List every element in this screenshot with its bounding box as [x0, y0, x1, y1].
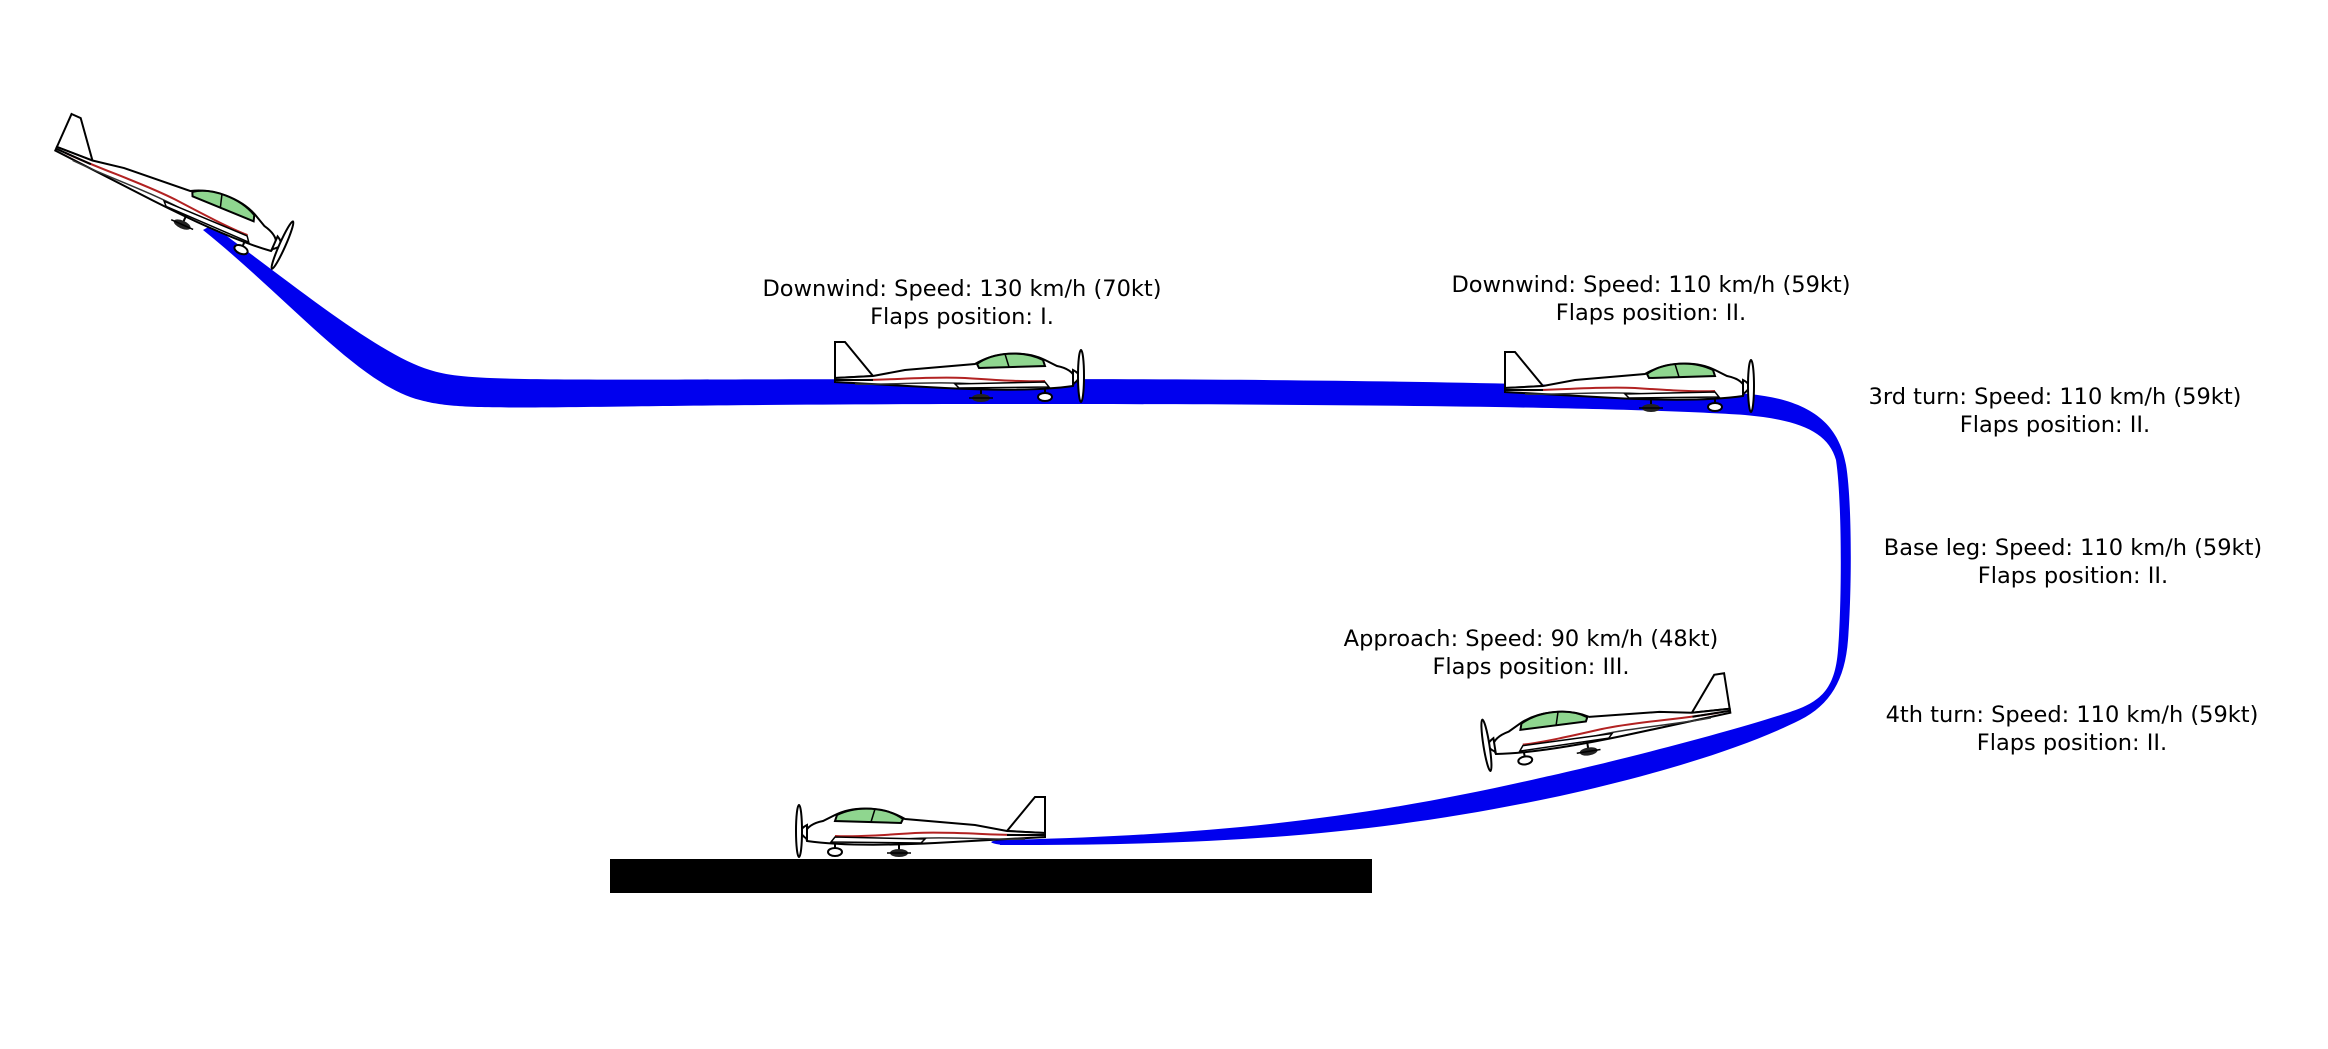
label-3rd-turn: 3rd turn: Speed: 110 km/h (59kt) Flaps p…	[1869, 383, 2242, 439]
label-downwind-110: Downwind: Speed: 110 km/h (59kt) Flaps p…	[1451, 271, 1850, 327]
label-line: Downwind: Speed: 110 km/h (59kt)	[1451, 272, 1851, 298]
label-approach: Approach: Speed: 90 km/h (48kt) Flaps po…	[1344, 625, 1719, 681]
flight-path-band	[203, 225, 1851, 846]
flight-path	[203, 225, 1851, 846]
label-line: Downwind: Speed: 130 km/h (70kt)	[762, 276, 1162, 302]
label-line: 4th turn: Speed: 110 km/h (59kt)	[1885, 702, 2259, 728]
label-line: Flaps position: II.	[1959, 412, 2151, 438]
label-4th-turn: 4th turn: Speed: 110 km/h (59kt) Flaps p…	[1886, 701, 2259, 757]
aircraft-icon	[795, 796, 1046, 858]
label-line: Flaps position: III.	[1432, 654, 1630, 680]
runway	[610, 859, 1372, 893]
label-line: Flaps position: II.	[1976, 730, 2168, 756]
label-base-leg: Base leg: Speed: 110 km/h (59kt) Flaps p…	[1884, 534, 2262, 590]
label-line: Flaps position: II.	[1555, 300, 1747, 326]
label-line: Base leg: Speed: 110 km/h (59kt)	[1883, 535, 2263, 561]
label-line: 3rd turn: Speed: 110 km/h (59kt)	[1868, 384, 2242, 410]
label-downwind-130: Downwind: Speed: 130 km/h (70kt) Flaps p…	[762, 275, 1161, 331]
flight-path-final	[991, 840, 1005, 845]
label-line: Flaps position: I.	[870, 304, 1054, 330]
label-line: Approach: Speed: 90 km/h (48kt)	[1343, 626, 1719, 652]
label-line: Flaps position: II.	[1977, 563, 2169, 589]
aircraft-icon	[46, 113, 301, 272]
